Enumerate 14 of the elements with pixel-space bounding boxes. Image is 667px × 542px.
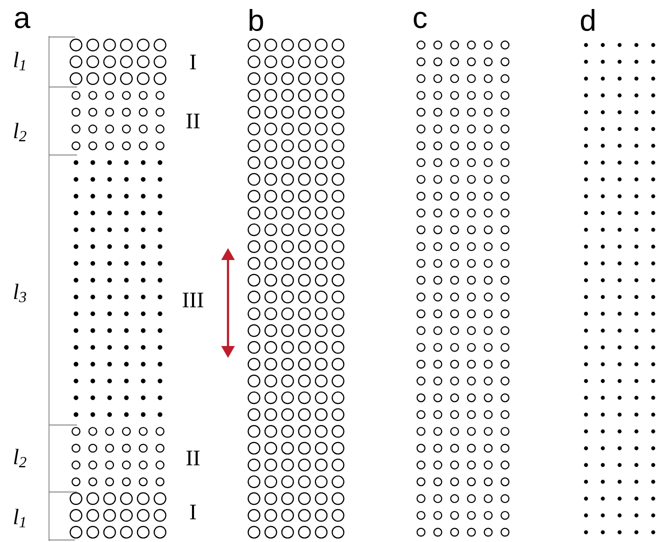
zone-label: I xyxy=(190,54,196,70)
zone-label: II xyxy=(186,450,200,466)
length-label: l$_{3}$ xyxy=(14,284,26,302)
panel-label: d xyxy=(580,9,594,32)
zone-label: III xyxy=(182,292,204,308)
panel-label: c xyxy=(414,12,427,28)
length-label: l$_{2}$ xyxy=(14,448,26,468)
length-label: l$_{2}$ xyxy=(14,122,26,142)
panel-label: b xyxy=(250,9,264,32)
zone-label: I xyxy=(190,504,196,520)
length-label: l$_{1}$ xyxy=(14,508,25,528)
panel-label: a xyxy=(14,12,30,28)
length-label: l$_{1}$ xyxy=(14,52,25,70)
zone-label: II xyxy=(186,114,200,128)
